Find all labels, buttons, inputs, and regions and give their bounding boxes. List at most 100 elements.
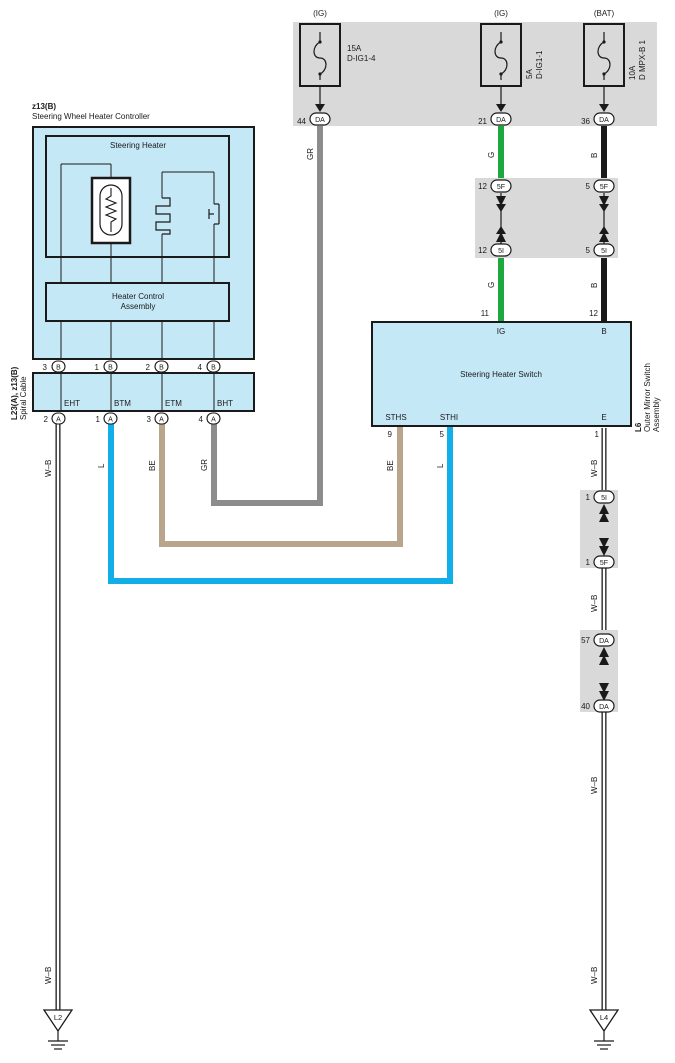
junction-lower-1: 1 5I 1 5F [580,490,618,569]
controller-pin-conn-label: B [56,365,61,372]
fuse-2-pin: 21 [478,117,487,126]
junction-upper-conn-label: 5I [498,248,504,255]
fuse-1-connector [309,112,331,126]
spiral-pin-connector [206,412,221,425]
spiral-pin-number: 1 [96,415,101,424]
fuse-2-name: D-IG1-1 [535,50,544,79]
spiral-pin-conn-label: A [159,417,164,424]
fuse-2-conn-label: DA [496,117,506,124]
spiral-pin-number: 3 [147,415,152,424]
wire-be [159,423,403,547]
junction-upper: 12 5F 12 5I 5 5F 5 5I [475,178,618,258]
junction-upper-pin: 5 [586,182,591,191]
heater-control-label-1: Heater Control [112,292,164,301]
heater-control-label-2: Assembly [121,302,156,311]
switch-box [371,321,632,427]
switch-bottom-terminal: STHS [385,413,406,422]
fuse-3-connector [593,112,615,126]
sensor-coil-icon [155,197,171,235]
ground-l2-label: L2 [54,1013,62,1022]
junction-upper-pin: 5 [586,246,591,255]
fuse-3-source: (BAT) [594,9,615,18]
spiral-terminal-label: BHT [217,399,233,408]
controller-pin-conn-label: B [108,365,113,372]
ground-icon [588,1009,620,1033]
spiral-cable-code: L23(A), z13(B) [10,366,19,420]
switch-bottom-terminal: STHI [440,413,458,422]
ground-l4-label: L4 [600,1013,608,1022]
fuse-2-rating: 5A [525,69,534,79]
junction-lower-1-conn-label: 5F [600,560,608,567]
fuse-3-conn-label: DA [599,117,609,124]
junction-lower-2-conn-label: DA [599,638,609,645]
junction-lower-2-conn-label: DA [599,704,609,711]
heater-controller: z13(B) Steering Wheel Heater Controller … [32,102,255,373]
fuse-3-rating: 10A [628,65,637,80]
junction-upper-connector [490,243,512,257]
fuse-1-symbol [313,32,327,80]
junction-upper-pin: 12 [478,182,487,191]
fuse-panel-background [293,22,657,126]
spiral-cable-box [32,372,255,412]
heater-control-assembly-box [45,282,230,322]
switch-bottom-terminal: E [601,413,606,422]
junction-lower-1-pin: 1 [586,558,591,567]
spiral-cable: L23(A), z13(B) Spiral Cable EHT BTM ETM … [10,366,255,425]
spiral-pin-connector [51,412,66,425]
junction-lower-2-pin: 40 [581,702,590,711]
switch-code: L6 [634,422,643,432]
controller-name: Steering Wheel Heater Controller [32,112,150,121]
wire-gr [211,126,323,506]
spiral-terminal-label: ETM [165,399,182,408]
junction-lower-1-connector [593,555,615,569]
wire-label: GR [200,459,209,471]
wire-label: GR [306,148,315,160]
spiral-pin-conn-label: A [108,417,113,424]
spiral-pin-connector [154,412,169,425]
controller-pin-number: 1 [95,363,100,372]
junction-lower-2-connector [593,699,615,713]
fuse-1-conn-label: DA [315,117,325,124]
junction-upper-connector [490,179,512,193]
steering-heater-label: Steering Heater [110,141,166,150]
junction-lower-1-conn-label: 5I [601,495,607,502]
spiral-cable-name: Spiral Cable [19,376,28,420]
junction-upper-connector [593,243,615,257]
wire-label: G [487,152,496,158]
junction-lower-1-connector [593,490,615,504]
wire-label: G [487,282,496,288]
fuse-1-pin: 44 [297,117,306,126]
fuse-3-name: D MPX-B 1 [638,39,647,80]
fuse-2-symbol [494,32,508,80]
wire-label: L [436,463,445,468]
wire-label: BE [386,460,395,471]
controller-pin-conn-label: B [159,365,164,372]
switch-top-pin: 12 [589,309,598,318]
switch-bottom-pin: 9 [388,430,393,439]
fuse-3-symbol [597,32,611,80]
fuse-panel: (IG) 15A D-IG1-4 (IG) 5A D-IG1-1 (BAT) 1… [293,9,657,126]
controller-pin-number: 2 [146,363,151,372]
fuse-2-source: (IG) [494,9,508,18]
wire-label: W–B [590,967,599,984]
wire-label: B [590,283,599,288]
junction-upper-conn-label: 5F [600,184,608,191]
switch-bottom-pin: 5 [440,430,445,439]
steering-heater-switch: Steering Heater Switch 11 IG 12 B STHS S… [371,309,661,439]
spiral-pin-number: 4 [199,415,204,424]
fuse-2-connector [490,112,512,126]
spiral-terminal-label: EHT [64,399,80,408]
junction-upper-conn-label: 5F [497,184,505,191]
controller-code: z13(B) [32,102,56,111]
steering-heater-box [45,135,230,258]
spiral-pin-conn-label: A [211,417,216,424]
fuse-3-pin: 36 [581,117,590,126]
ground-l2: L2 [42,1009,74,1050]
switch-top-terminal: IG [497,327,505,336]
controller-box [32,126,255,360]
controller-pin-conn-label: B [211,365,216,372]
spiral-pin-connector [103,412,118,425]
spiral-cable-pins: 2 A 1 A 3 A 4 A [44,412,221,425]
junction-lower-2-connector [593,633,615,647]
